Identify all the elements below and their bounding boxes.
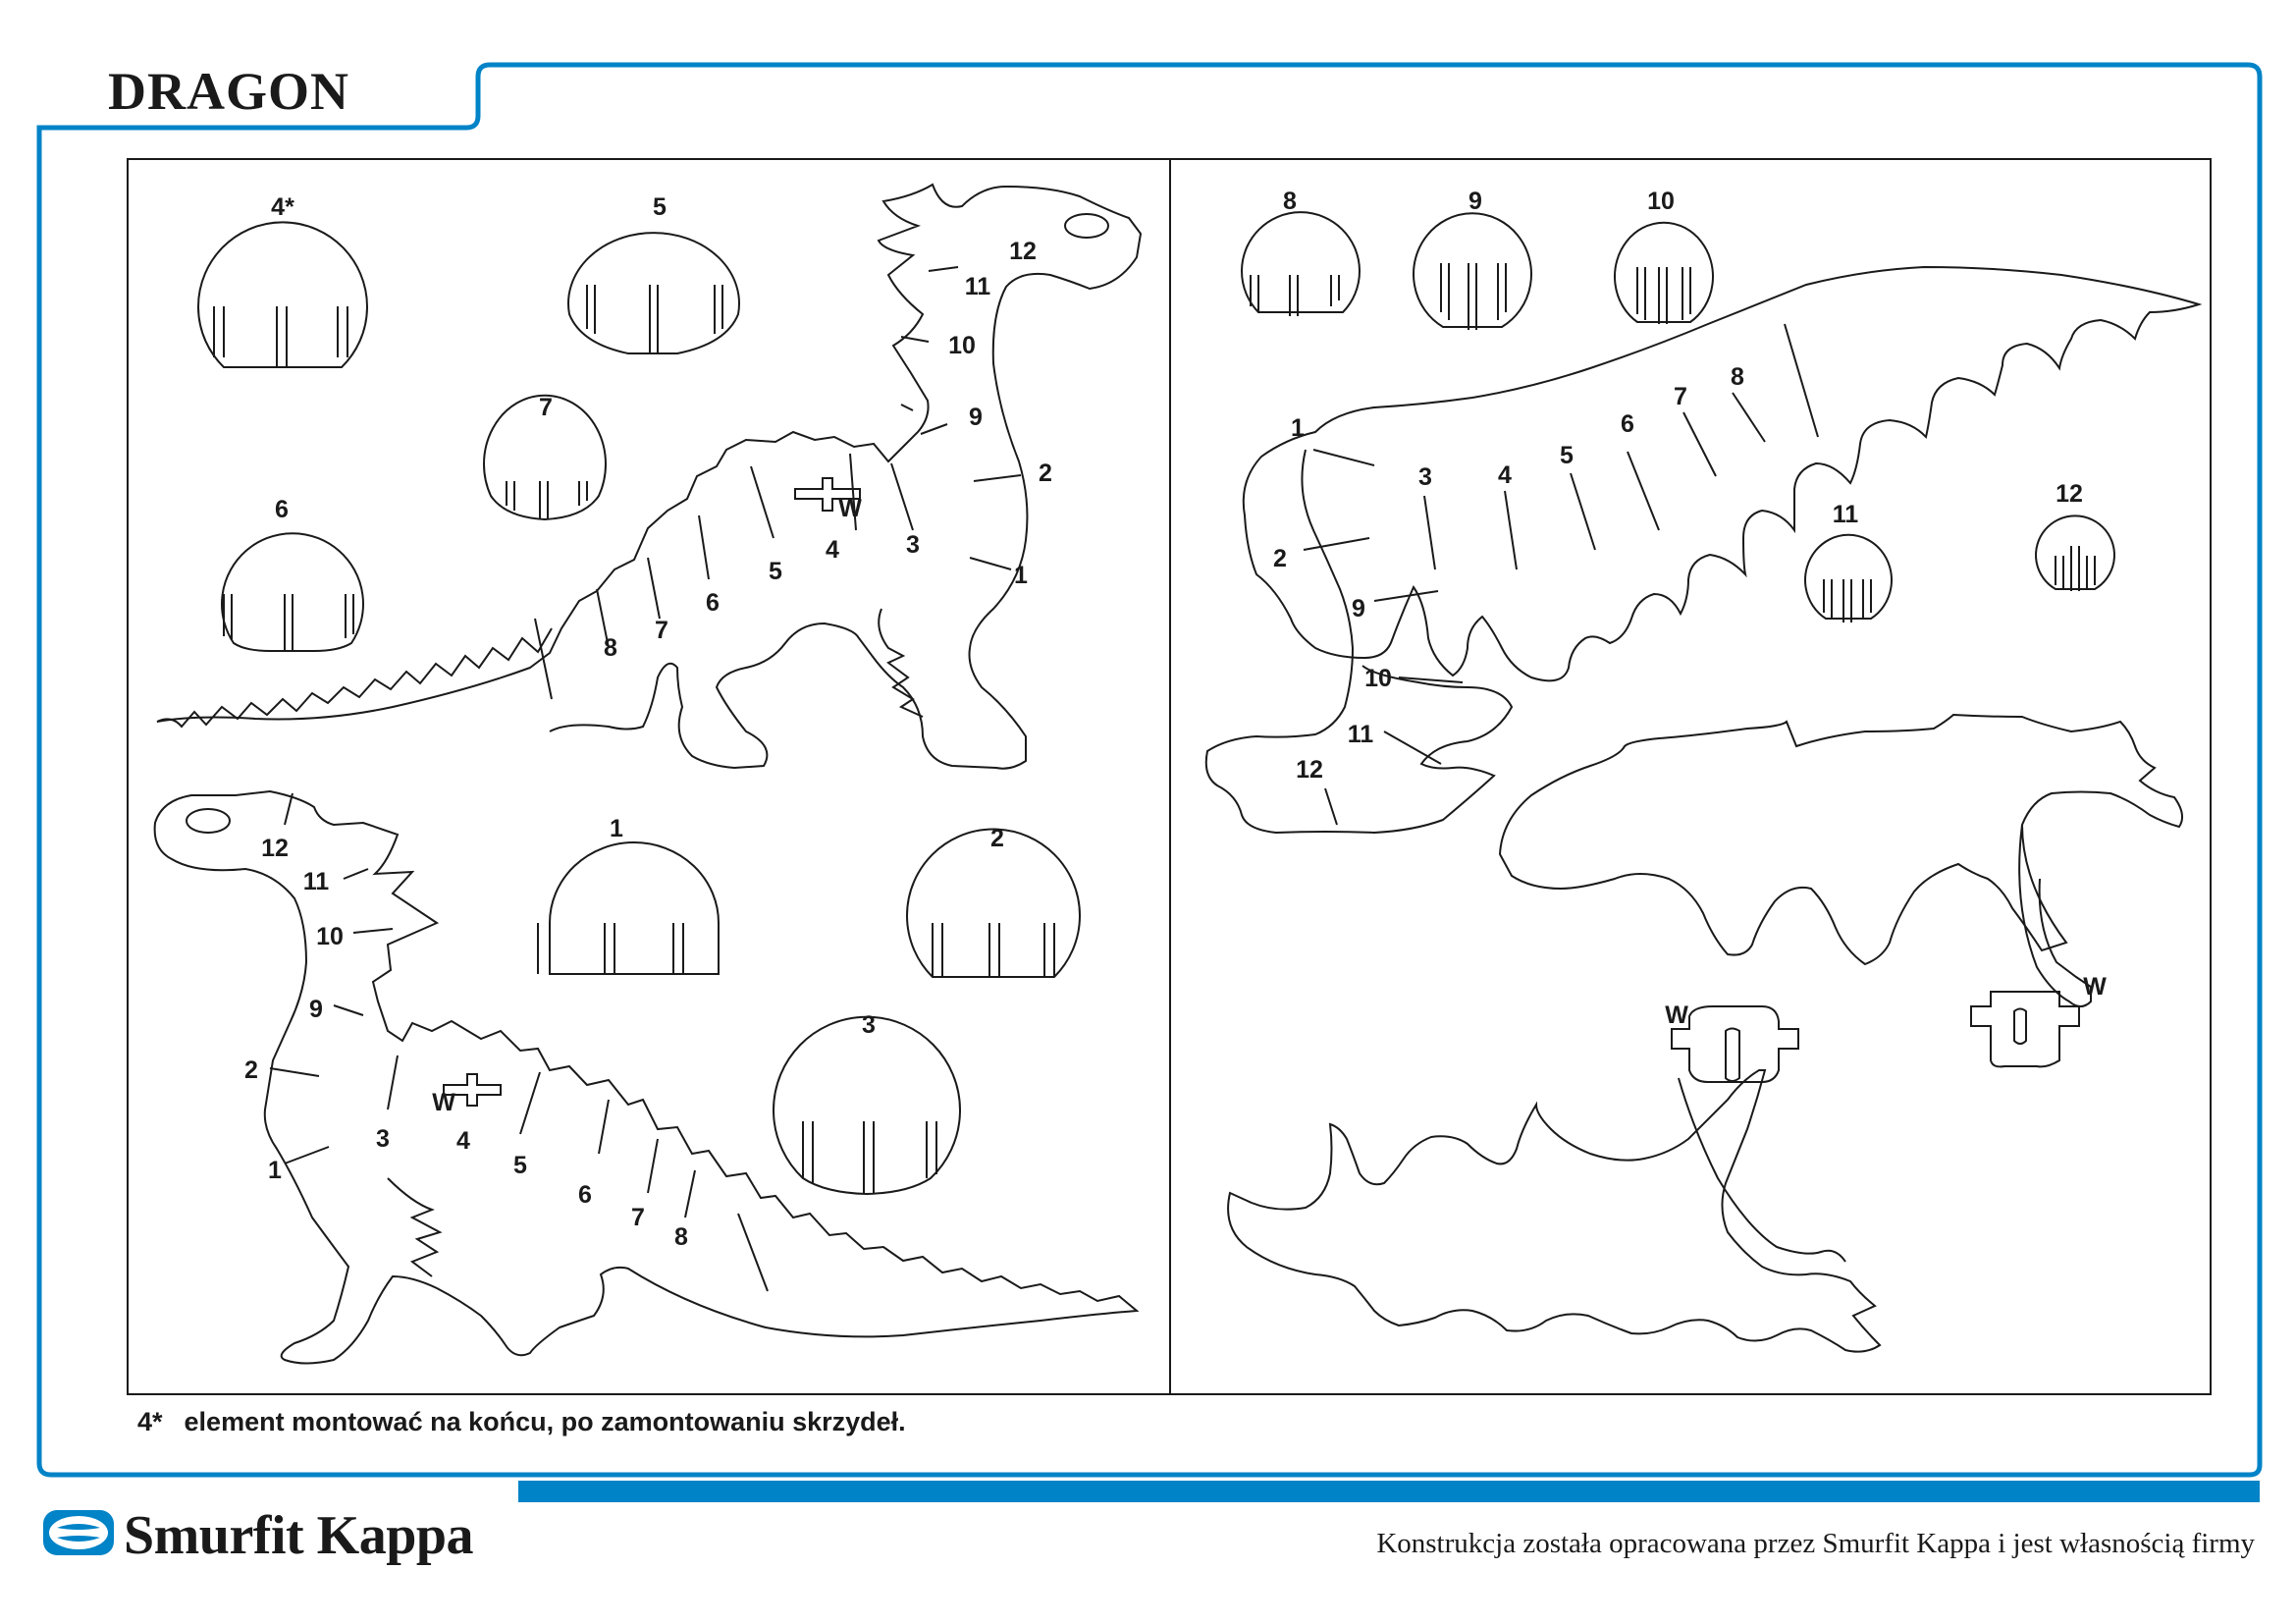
slot-label: 4 [1498,461,1512,489]
label-disc-5: 5 [653,193,667,221]
dragon-body-right [1204,265,2203,835]
disc-6 [221,532,364,652]
label-disc-1: 1 [610,815,623,842]
disc-1 [537,841,720,975]
slot-label: 8 [604,634,617,662]
dragon-body-upper [156,183,1143,770]
slot-label: 11 [965,273,991,300]
footnote-mark: 4* [137,1407,163,1436]
page-title: DRAGON [108,62,349,121]
slot-label: 1 [1291,414,1305,442]
brand-name: Smurfit Kappa [124,1505,474,1566]
disc-7 [483,394,607,521]
slot-label: 9 [309,996,323,1023]
dragon-body-lower [153,789,1140,1365]
blue-bar [518,1481,2260,1502]
slot-label: 6 [706,589,720,617]
disc-10 [1614,221,1714,324]
slot-label: 11 [303,868,330,895]
part-labels: 4* 5 7 6 1 2 3 8 9 10 11 12 12 11 10 9 2… [244,188,2107,1251]
slot-label: 10 [316,923,344,950]
slot-label: 1 [268,1157,282,1184]
smurfit-kappa-logo-icon [43,1510,114,1555]
disc-5 [567,232,740,354]
label-disc-3: 3 [862,1011,876,1039]
slot-label: W [432,1089,455,1116]
slot-label: 5 [769,558,782,585]
disc-11 [1804,533,1893,623]
disc-2 [906,828,1081,978]
slot-label: 6 [1621,410,1634,438]
disc-9 [1413,212,1532,330]
slot-label: 7 [631,1204,645,1231]
slot-label: 4 [826,536,839,564]
slot-label: 4 [456,1127,470,1155]
slot-label: 3 [1418,463,1432,491]
slot-label: 9 [969,404,983,431]
brand-logo: Smurfit Kappa [39,1504,474,1567]
label-disc-9: 9 [1468,188,1482,215]
slot-label: 10 [1364,665,1392,692]
assembly-footnote: 4* element montować na końcu, po zamontow… [137,1407,906,1437]
label-disc-8: 8 [1283,188,1297,215]
wing-label: W [1665,1001,1688,1029]
slot-label: 6 [578,1181,592,1209]
label-disc-11: 11 [1833,501,1859,528]
label-disc-4: 4* [271,193,294,221]
label-disc-2: 2 [990,825,1004,852]
label-disc-12: 12 [2056,480,2083,508]
slot-label: 5 [513,1152,527,1179]
disc-8 [1241,211,1361,316]
disc-3 [773,1015,961,1196]
slot-label: 9 [1352,595,1365,623]
slot-label: 2 [1039,460,1052,487]
label-disc-6: 6 [275,496,289,523]
slot-label: 3 [376,1125,390,1153]
slot-label: 5 [1560,442,1574,469]
copyright-note: Konstrukcja została opracowana przez Smu… [1376,1528,2255,1559]
label-disc-10: 10 [1647,188,1675,215]
logo-spacer [39,1513,110,1558]
slot-label: 8 [1731,363,1744,391]
slot-label: 12 [1009,238,1037,265]
label-disc-7: 7 [539,394,553,421]
wing-lower [1227,1005,1882,1353]
disc-12 [2035,514,2115,591]
slot-label: 1 [1014,562,1028,589]
slot-label: 3 [906,531,920,559]
slot-label: 11 [1348,721,1374,748]
footnote-text: element montować na końcu, po zamontowan… [184,1407,906,1436]
wing-label: W [2083,973,2107,1001]
wing-upper [1498,713,2184,1068]
slot-label: 7 [1674,383,1687,410]
slot-label: W [838,495,862,522]
slot-label: 12 [1296,756,1323,784]
slot-label: 7 [655,617,668,644]
slot-label: 8 [674,1223,688,1251]
slot-label: 10 [948,332,976,359]
slot-label: 2 [244,1056,258,1084]
blue-frame [36,62,2263,1478]
disc-4 [197,221,368,368]
slot-label: 12 [261,835,289,862]
slot-label: 2 [1273,545,1287,572]
